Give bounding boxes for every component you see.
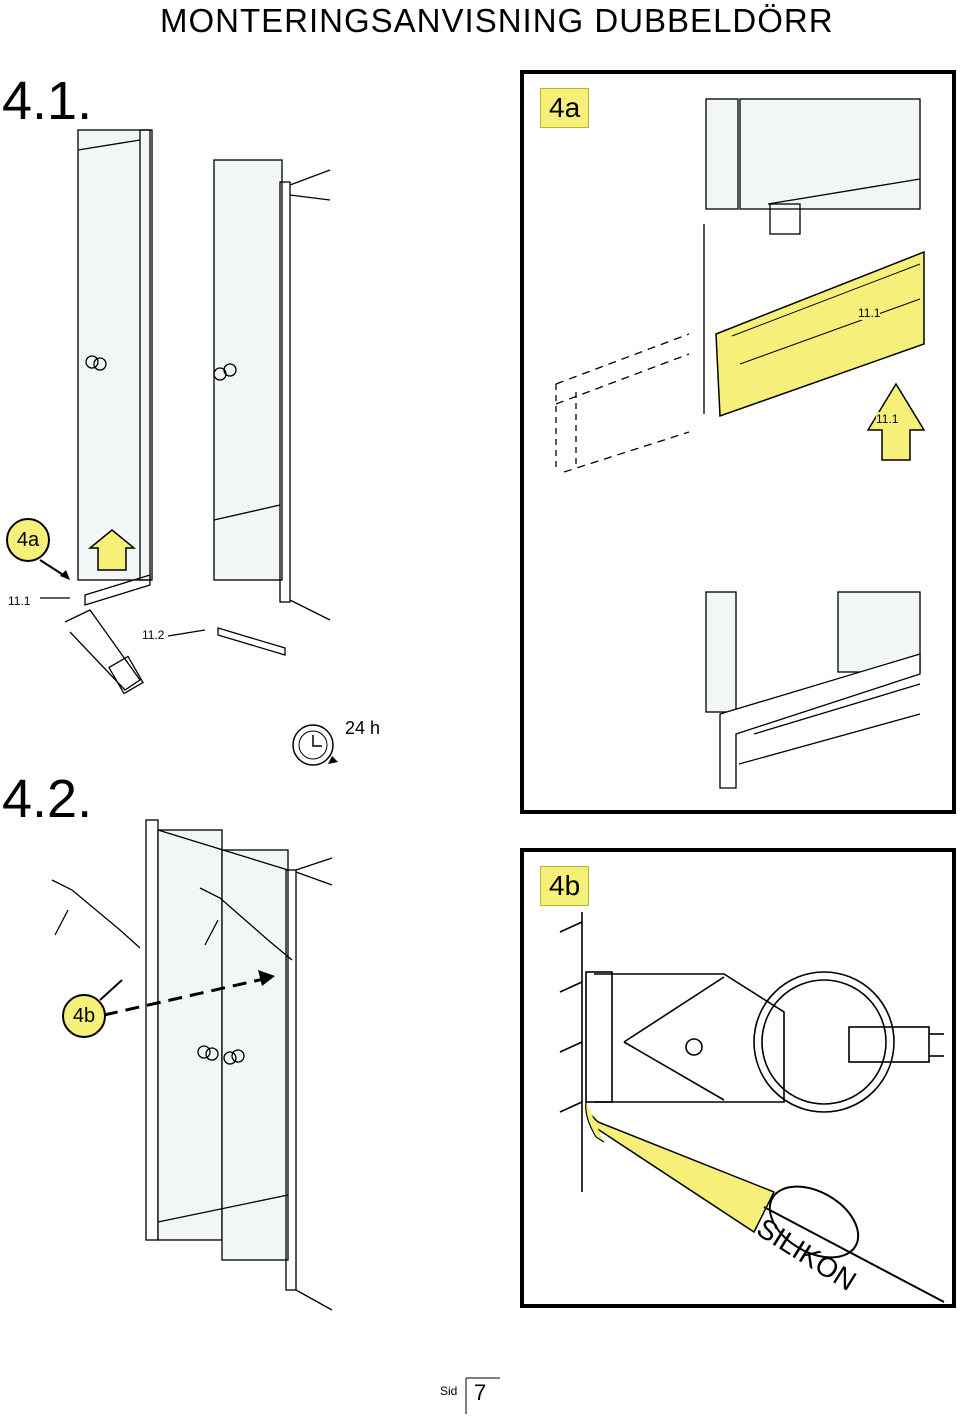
- page-title: MONTERINGSANVISNING DUBBELDÖRR: [160, 2, 834, 39]
- panel-4b: 4b SILIKON: [520, 848, 956, 1308]
- callout-4b: 4b: [62, 994, 106, 1038]
- page-number: 7: [474, 1380, 487, 1405]
- page-label: Sid: [440, 1384, 458, 1398]
- step-4-2: 4.2.: [2, 769, 93, 829]
- profile-illustration-4b: [559, 912, 945, 1303]
- part-11-1-arrow: 11.1: [876, 412, 899, 426]
- callout-4a: 4a: [6, 518, 50, 562]
- panel-4b-label: 4b: [540, 866, 590, 906]
- timer-text: 24 h: [345, 718, 381, 738]
- step-4-1: 4.1.: [2, 71, 93, 131]
- part-11-1-top: 11.1: [858, 306, 881, 320]
- part-label-11-1: 11.1: [8, 594, 31, 608]
- panel-4a-label: 4a: [540, 88, 590, 128]
- profile-illustration-4a: [555, 98, 926, 789]
- part-label-11-2: 11.2: [142, 628, 165, 642]
- panel-4a: 4a 11.1 11.1: [520, 70, 956, 814]
